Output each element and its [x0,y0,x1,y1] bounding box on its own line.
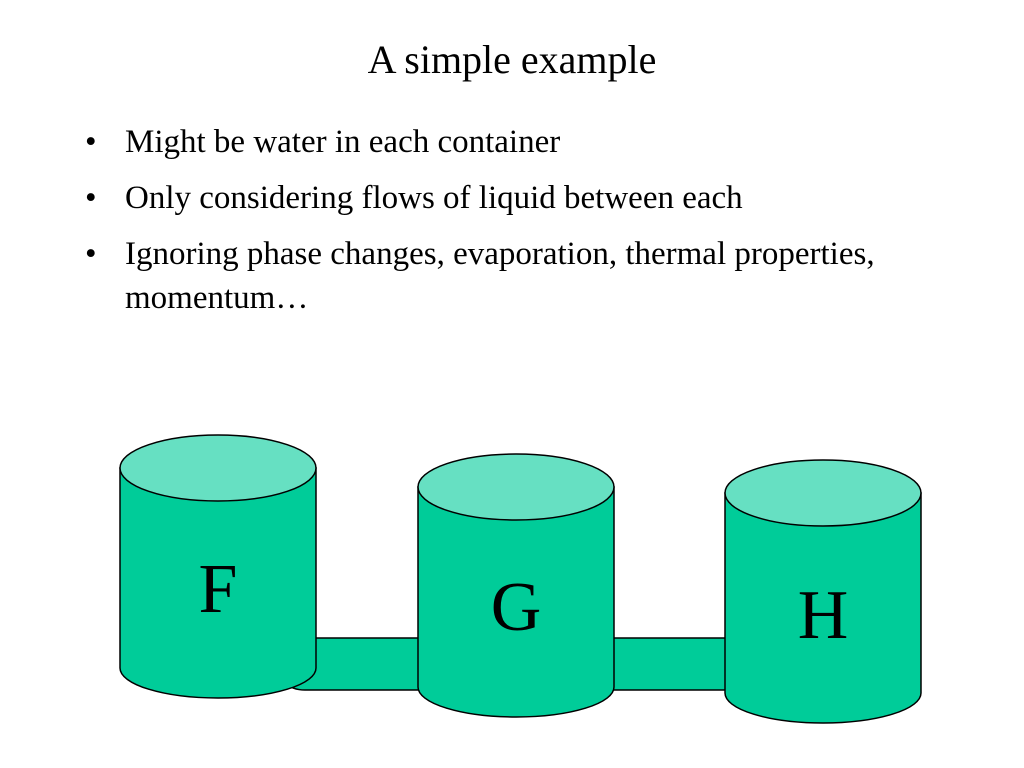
tank-f: F [120,435,316,698]
bullet-item: • Only considering flows of liquid betwe… [85,176,965,220]
tank-g: G [418,454,614,717]
bullet-text: Might be water in each container [125,124,560,160]
bullet-marker: • [85,176,125,220]
tank-label-g: G [491,569,542,646]
tank-label-f: F [199,551,238,628]
tank-label-h: H [798,577,849,654]
tank-diagram: F G H [0,400,1024,730]
bullet-marker: • [85,120,125,164]
bullet-item: • Ignoring phase changes, evaporation, t… [85,232,965,320]
bullet-text: Only considering flows of liquid between… [125,180,743,216]
bullet-text: Ignoring phase changes, evaporation, the… [125,236,875,316]
tank-h: H [725,460,921,723]
bullet-list: • Might be water in each container • Onl… [85,120,965,332]
bullet-marker: • [85,232,125,276]
slide-title: A simple example [0,36,1024,84]
bullet-item: • Might be water in each container [85,120,965,164]
